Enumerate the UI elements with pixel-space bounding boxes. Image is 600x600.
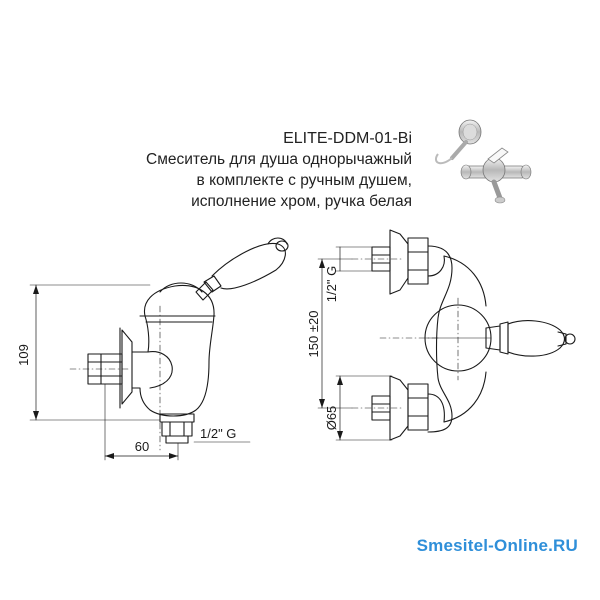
description-line-3: исполнение хром, ручка белая: [191, 193, 412, 210]
dim-height-label: 109: [16, 344, 31, 366]
model-code: ELITE-DDM-01-Bi: [283, 130, 412, 147]
description-line-2: в комплекте с ручным душем,: [196, 172, 412, 189]
product-title-block: ELITE-DDM-01-Bi Смеситель для душа однор…: [146, 128, 412, 212]
side-outlet-connector: [159, 413, 195, 444]
description-line-1: Смеситель для душа однорычажный: [146, 151, 412, 168]
site-watermark: Smesitel-Online.RU: [416, 536, 578, 555]
hand-shower-icon: [434, 119, 482, 165]
thread-side-label: 1/2" G: [200, 426, 236, 441]
side-view: [29, 237, 289, 461]
front-view: [317, 229, 576, 441]
front-top-eccentric: [371, 229, 429, 295]
product-photo: [434, 119, 532, 204]
side-wall-flange: [121, 329, 133, 405]
front-handle: [485, 320, 576, 357]
side-handle: [195, 237, 289, 301]
dim-center-label: 150 ±20: [306, 311, 321, 358]
thread-top-label: 1/2" G: [324, 266, 339, 302]
dim-depth-label: 60: [135, 439, 149, 454]
dim-flange-label: Ø65: [324, 406, 339, 431]
front-body: [427, 245, 453, 433]
side-body: [131, 284, 215, 417]
mixer-photo-icon: [460, 147, 532, 204]
